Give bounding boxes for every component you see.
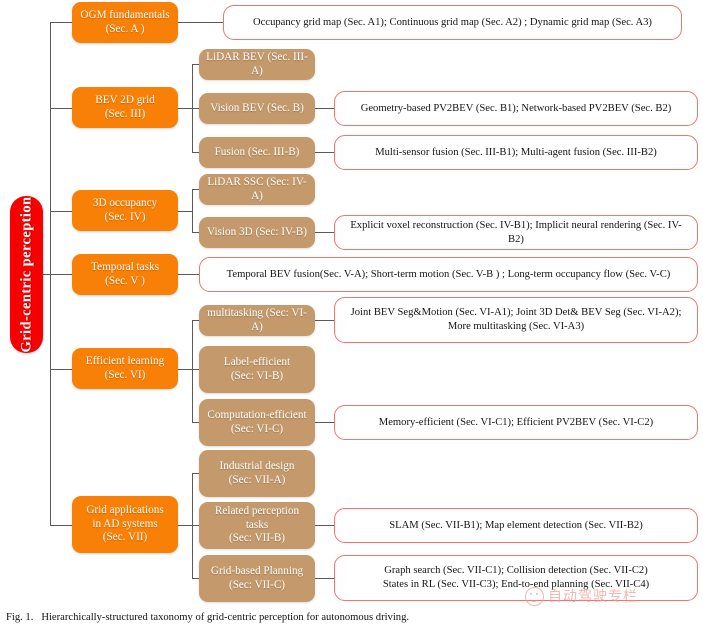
- link-efficient-subtrunk: [178, 369, 192, 370]
- figure-caption-text: Hierarchically-structured taxonomy of gr…: [41, 612, 410, 623]
- node-bev-2d-grid[interactable]: BEV 2D grid (Sec. III): [72, 87, 178, 128]
- trunk-line: [50, 22, 51, 525]
- node-ogm-fundamentals-label: OGM fundamentals (Sec. A ): [80, 8, 170, 35]
- node-bev-2d-grid-label: BEV 2D grid (Sec. III): [95, 93, 155, 120]
- node-temporal-tasks[interactable]: Temporal tasks (Sec. V ): [72, 254, 178, 295]
- branch-line-gridapps: [50, 525, 73, 526]
- link-efficient-multitasking: [192, 320, 199, 321]
- node-lidar-bev-label: LiDAR BEV (Sec. III-A): [206, 50, 308, 77]
- node-grid-based-planning[interactable]: Grid-based Planning (Sec: VII-C): [199, 555, 315, 602]
- detail-vision-3d[interactable]: Explicit voxel reconstruction (Sec. IV-B…: [334, 215, 698, 250]
- detail-grid-based-planning[interactable]: Graph search (Sec. VII-C1); Collision de…: [334, 555, 698, 601]
- node-label-efficient-label: Label-efficient (Sec: VI-B): [223, 355, 291, 382]
- detail-related-perception-tasks[interactable]: SLAM (Sec. VII-B1); Map element detectio…: [334, 508, 698, 543]
- root-stub-line: [43, 274, 51, 275]
- smiley-circle-icon: [525, 586, 544, 606]
- detail-temporal-tasks-text: Temporal BEV fusion(Sec. V-A); Short-ter…: [226, 268, 671, 280]
- link-fusion-detail: [315, 152, 334, 153]
- detail-fusion[interactable]: Multi-sensor fusion (Sec. III-B1); Multi…: [334, 135, 698, 170]
- node-grid-applications-label: Grid applications in AD systems (Sec. VI…: [86, 504, 164, 544]
- node-3d-occupancy[interactable]: 3D occupancy (Sec. IV): [72, 190, 178, 231]
- branch-line-bev: [50, 108, 73, 109]
- link-planning-detail: [315, 578, 334, 579]
- link-vision3d-detail: [315, 232, 334, 233]
- link-bev-visionbev: [192, 108, 199, 109]
- figure-caption-number: Fig. 1.: [6, 612, 34, 623]
- detail-multitasking[interactable]: Joint BEV Seg&Motion (Sec. VI-A1); Joint…: [334, 297, 698, 343]
- watermark: 自动驾驶专栏: [525, 586, 638, 606]
- link-bev-subtrunk: [178, 108, 192, 109]
- branch-line-temporal: [50, 274, 73, 275]
- node-vision-bev[interactable]: Vision BEV (Sec. B): [199, 93, 315, 124]
- node-grid-applications[interactable]: Grid applications in AD systems (Sec. VI…: [72, 496, 178, 553]
- node-efficient-learning[interactable]: Efficient learning (Sec. VI): [72, 348, 178, 389]
- figure-caption: Fig. 1. Hierarchically-structured taxono…: [6, 612, 409, 623]
- link-temporal-detail: [178, 274, 199, 275]
- branch-line-3docc: [50, 211, 73, 212]
- node-industrial-design-label: Industrial design (Sec: VII-A): [219, 459, 295, 486]
- detail-fusion-text: Multi-sensor fusion (Sec. III-B1); Multi…: [375, 146, 657, 158]
- node-vision-bev-label: Vision BEV (Sec. B): [210, 101, 304, 114]
- node-lidar-ssc[interactable]: LiDAR SSC (Sec: IV-A): [199, 174, 315, 205]
- link-3docc-subtrunk: [178, 211, 192, 212]
- link-3docc-vision3d: [192, 232, 199, 233]
- detail-vision-bev[interactable]: Geometry-based PV2BEV (Sec. B1); Network…: [334, 91, 698, 126]
- detail-temporal-tasks[interactable]: Temporal BEV fusion(Sec. V-A); Short-ter…: [199, 257, 698, 292]
- link-gridapps-related: [192, 525, 199, 526]
- node-vision-3d-label: Vision 3D (Sec: IV-B): [207, 225, 307, 238]
- node-label-efficient[interactable]: Label-efficient (Sec: VI-B): [199, 346, 315, 393]
- link-multitasking-detail: [315, 320, 334, 321]
- link-efficient-labeleff: [192, 369, 199, 370]
- node-computation-efficient-label: Computation-efficient (Sec: VI-C): [207, 408, 307, 435]
- detail-related-perception-tasks-text: SLAM (Sec. VII-B1); Map element detectio…: [389, 519, 643, 531]
- link-bev-fusion: [192, 152, 199, 153]
- link-gridapps-industrial: [192, 473, 199, 474]
- root-node-grid-centric-perception[interactable]: Grid-centric perception: [10, 196, 43, 353]
- detail-computation-efficient[interactable]: Memory-efficient (Sec. VI-C1); Efficient…: [334, 405, 698, 440]
- branch-line-ogm: [50, 22, 73, 23]
- node-lidar-bev[interactable]: LiDAR BEV (Sec. III-A): [199, 49, 315, 80]
- detail-vision-bev-text: Geometry-based PV2BEV (Sec. B1); Network…: [360, 102, 672, 114]
- node-vision-3d[interactable]: Vision 3D (Sec: IV-B): [199, 217, 315, 248]
- subtrunk-3docc: [192, 189, 193, 233]
- link-compeff-detail: [315, 422, 334, 423]
- node-related-perception-tasks-label: Related perception tasks (Sec: VII-B): [214, 505, 300, 545]
- link-bev-lidarbev: [192, 64, 199, 65]
- subtrunk-efficient: [192, 320, 193, 422]
- root-node-label: Grid-centric perception: [18, 196, 34, 353]
- link-related-detail: [315, 525, 334, 526]
- node-related-perception-tasks[interactable]: Related perception tasks (Sec: VII-B): [199, 502, 315, 549]
- link-gridapps-subtrunk: [178, 525, 192, 526]
- detail-ogm-fundamentals-text: Occupancy grid map (Sec. A1); Continuous…: [253, 16, 652, 28]
- link-gridapps-planning: [192, 578, 199, 579]
- detail-computation-efficient-text: Memory-efficient (Sec. VI-C1); Efficient…: [378, 416, 654, 428]
- node-lidar-ssc-label: LiDAR SSC (Sec: IV-A): [207, 175, 307, 202]
- link-3docc-lidarssc: [192, 189, 199, 190]
- node-ogm-fundamentals[interactable]: OGM fundamentals (Sec. A ): [72, 2, 178, 43]
- node-multitasking[interactable]: multitasking (Sec: VI-A): [199, 305, 315, 336]
- link-efficient-compeff: [192, 422, 199, 423]
- link-ogm-detail: [178, 22, 223, 23]
- node-fusion[interactable]: Fusion (Sec. III-B): [199, 137, 315, 168]
- watermark-text: 自动驾驶专栏: [548, 589, 638, 605]
- detail-grid-based-planning-text: Graph search (Sec. VII-C1); Collision de…: [382, 565, 650, 590]
- detail-ogm-fundamentals[interactable]: Occupancy grid map (Sec. A1); Continuous…: [223, 5, 682, 40]
- node-industrial-design[interactable]: Industrial design (Sec: VII-A): [199, 450, 315, 497]
- node-3d-occupancy-label: 3D occupancy (Sec. IV): [92, 196, 158, 223]
- node-computation-efficient[interactable]: Computation-efficient (Sec: VI-C): [199, 399, 315, 446]
- node-fusion-label: Fusion (Sec. III-B): [214, 145, 300, 158]
- node-multitasking-label: multitasking (Sec: VI-A): [207, 306, 307, 333]
- link-visionbev-detail: [315, 108, 334, 109]
- node-grid-based-planning-label: Grid-based Planning (Sec: VII-C): [210, 564, 304, 591]
- node-temporal-tasks-label: Temporal tasks (Sec. V ): [91, 260, 159, 287]
- branch-line-efficient: [50, 369, 73, 370]
- detail-vision-3d-text: Explicit voxel reconstruction (Sec. IV-B…: [350, 219, 682, 245]
- detail-multitasking-text: Joint BEV Seg&Motion (Sec. VI-A1); Joint…: [350, 307, 682, 332]
- node-efficient-learning-label: Efficient learning (Sec. VI): [85, 354, 165, 381]
